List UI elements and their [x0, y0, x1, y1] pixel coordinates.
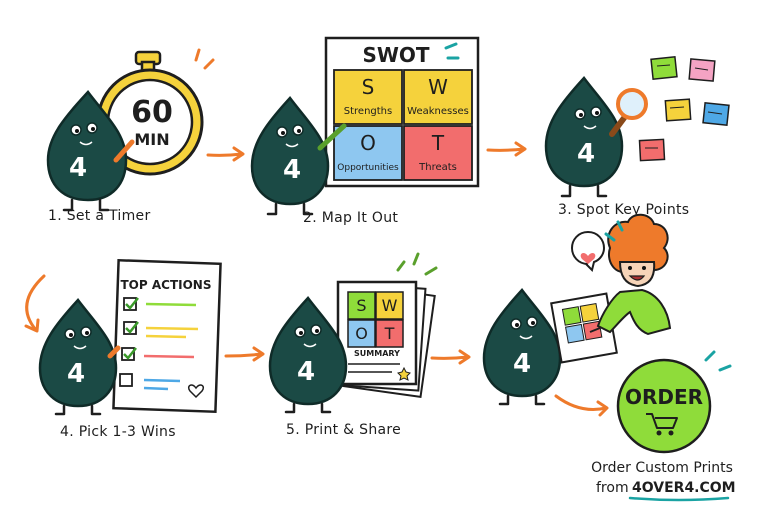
mascot-number: 4: [67, 359, 85, 389]
swot-quadrant-weaknesses: W Weaknesses: [403, 69, 473, 125]
mascot-step-1: 4: [46, 90, 135, 212]
mascot-share: 4: [482, 288, 562, 406]
curved-arrow-icon: [24, 274, 46, 333]
mascot-step-4: 4: [38, 298, 121, 416]
step-caption: 3. Spot Key Points: [558, 202, 689, 218]
step-caption: 5. Print & Share: [286, 422, 401, 438]
step-caption: 2. Map It Out: [303, 210, 398, 226]
star-icon: [397, 366, 411, 381]
timer-unit: MIN: [134, 130, 169, 149]
timer-value: 60: [131, 95, 173, 130]
mini-swot-cell: [347, 291, 376, 320]
order-text: Order Custom Prints: [591, 460, 733, 476]
top-actions-title: TOP ACTIONS: [121, 278, 212, 292]
mascot-number: 4: [577, 139, 595, 169]
mini-swot-cell: [375, 291, 404, 320]
brand-link[interactable]: 4OVER4.COM: [632, 480, 736, 496]
shopping-cart-icon: [646, 413, 678, 436]
mascot-number: 4: [69, 153, 87, 183]
mascot-step-3: 4: [544, 76, 624, 198]
mini-swot-letter: W: [382, 296, 398, 315]
step-caption: 4. Pick 1-3 Wins: [60, 424, 176, 440]
step-pick: TOP ACTIONS 4 4. Pick 1: [38, 258, 222, 440]
swot-letter: T: [431, 131, 445, 155]
step-timer: 60 MIN 4 1. Set a Timer: [46, 48, 215, 224]
share-scene: 4: [482, 213, 672, 406]
mini-swot-cell: [375, 319, 404, 348]
swot-letter: W: [428, 75, 448, 99]
mascot-number: 4: [283, 155, 301, 185]
sticky-notes-icon: [638, 55, 730, 162]
speech-bubble-icon: [570, 230, 606, 272]
swot-label: Weaknesses: [407, 106, 469, 117]
swot-board-title: SWOT: [362, 43, 429, 67]
heart-icon: [580, 252, 596, 264]
check-icon: [123, 347, 137, 360]
arrow-right-icon: [430, 349, 471, 365]
mini-swot-cell: [347, 319, 376, 348]
mini-swot-letter: O: [355, 324, 368, 343]
swot-quadrant-strengths: S Strengths: [333, 69, 403, 125]
mascot-number: 4: [513, 349, 531, 379]
mini-swot-letter: T: [384, 324, 395, 343]
summary-label: SUMMARY: [354, 349, 400, 358]
arrow-right-icon: [486, 141, 527, 157]
mascot-number: 4: [297, 357, 315, 387]
check-icon: [125, 321, 139, 334]
order-button[interactable]: ORDER: [616, 358, 712, 454]
mini-swot-letter: S: [356, 296, 366, 315]
swot-letter: O: [360, 131, 376, 155]
heart-icon: [187, 384, 205, 399]
swot-quadrant-opportunities: O Opportunities: [333, 125, 403, 181]
arrow-right-icon: [224, 346, 265, 362]
order-text-prefix: from: [596, 480, 629, 496]
swot-label: Opportunities: [337, 163, 399, 173]
person-illustration: [589, 213, 672, 336]
swot-quadrant-threats: T Threats: [403, 125, 473, 181]
mascot-step-5: 4: [268, 296, 348, 414]
mascot-step-2: 4: [250, 96, 347, 216]
arrow-right-icon: [554, 394, 609, 417]
swot-letter: S: [362, 75, 375, 99]
check-icon: [125, 297, 139, 310]
checklist: [119, 297, 205, 399]
arrow-right-icon: [206, 146, 245, 162]
step-caption: 1. Set a Timer: [48, 208, 151, 224]
swot-label: Strengths: [344, 106, 392, 117]
order-button-label: ORDER: [625, 385, 703, 409]
step-spot: 4 3. Spot Key Points: [544, 55, 730, 218]
swot-label: Threats: [418, 162, 457, 173]
magnifying-glass-icon: [609, 88, 648, 137]
